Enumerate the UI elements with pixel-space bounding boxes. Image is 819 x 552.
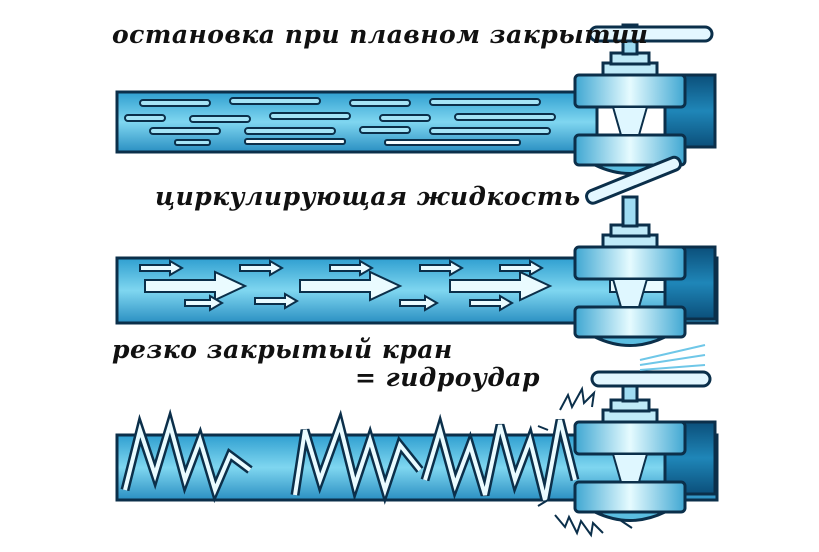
pipe-circulating (115, 155, 719, 347)
valve-handle-slammed (590, 370, 712, 388)
motion-lines (639, 344, 706, 371)
pipe-water-hammer (115, 344, 719, 538)
shock-burst (537, 385, 633, 538)
valve-handle-horizontal (588, 25, 714, 43)
label-sharp-close: резко закрытый кран (112, 335, 453, 364)
pipe-smooth-close (115, 23, 717, 175)
label-water-hammer: = гидроудар (355, 363, 540, 392)
valve-handle-tilted (585, 155, 683, 205)
label-smooth-close: остановка при плавном закрытии (112, 20, 649, 49)
label-circulating: циркулирующая жидкость (155, 182, 581, 211)
